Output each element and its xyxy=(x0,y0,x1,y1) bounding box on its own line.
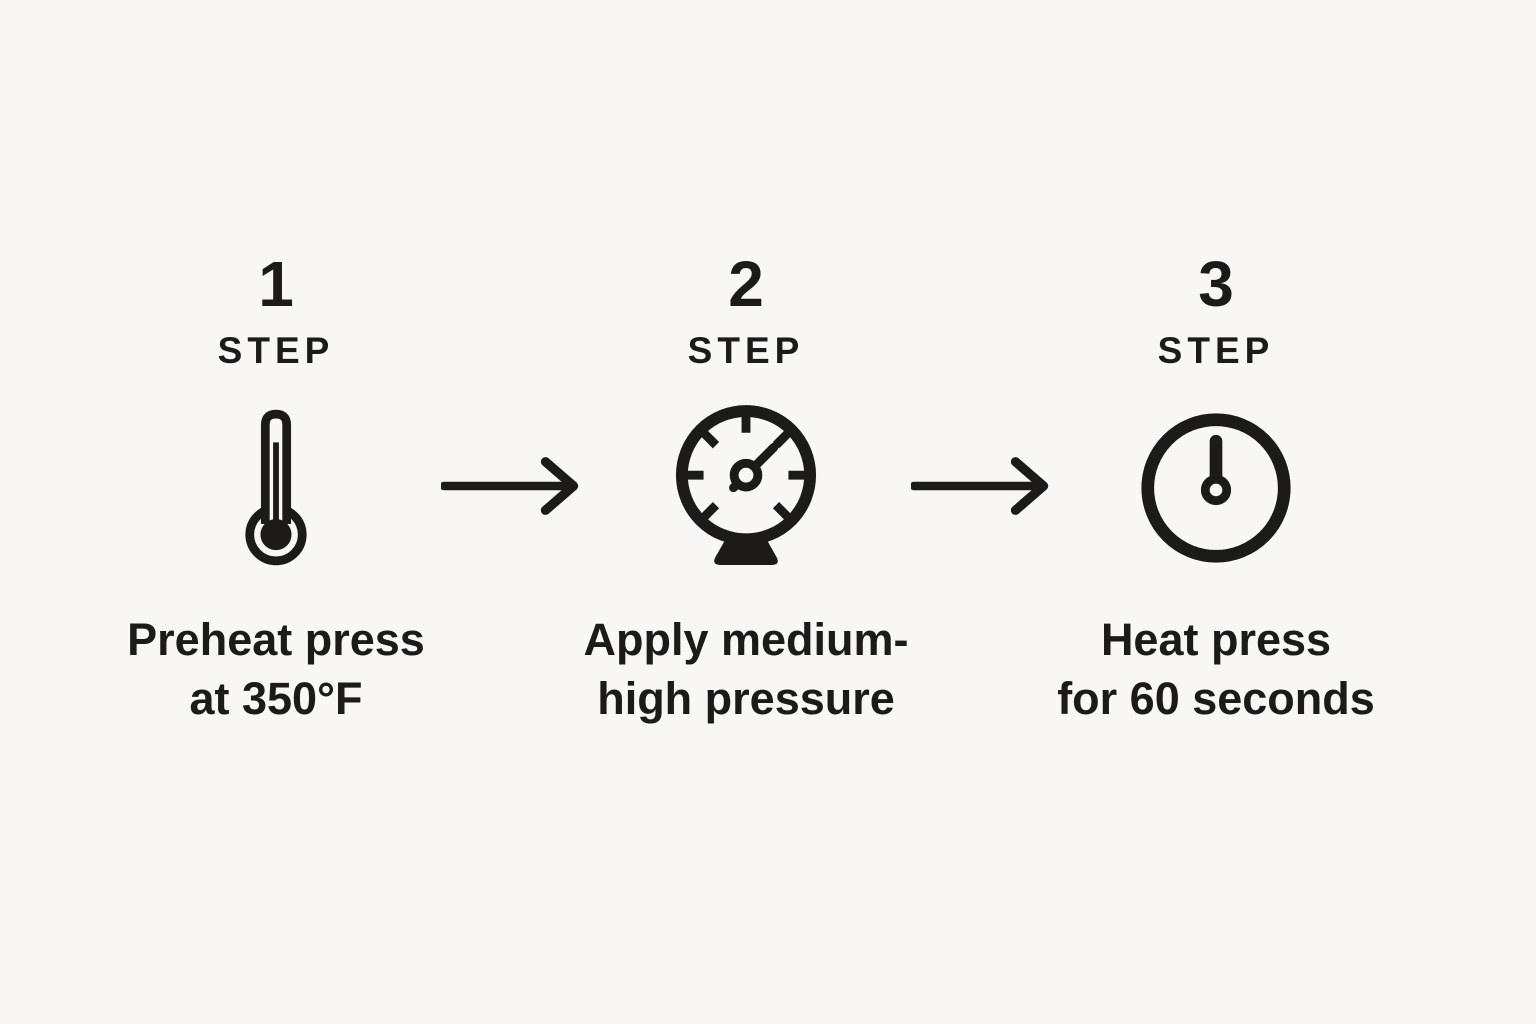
step-1-caption-line-1: Preheat press xyxy=(127,614,425,665)
step-2-caption-line-1: Apply medium- xyxy=(583,614,909,665)
arrow-1 xyxy=(441,451,581,521)
step-2-number: 2 xyxy=(728,248,764,320)
step-2-label: STEP xyxy=(687,330,805,371)
step-1-caption: Preheat press at 350°F xyxy=(127,611,425,728)
timer-clock-icon xyxy=(1138,403,1294,573)
step-2: 2 STEP xyxy=(581,252,911,728)
step-3: 3 STEP Heat press for 60 seconds xyxy=(1051,252,1381,728)
step-1-label: STEP xyxy=(217,330,335,371)
step-3-caption-line-2: for 60 seconds xyxy=(1057,672,1375,724)
step-2-caption-line-2: high pressure xyxy=(597,672,895,724)
step-1: 1 STEP Preheat press at 350°F xyxy=(111,252,441,728)
thermometer-icon xyxy=(242,403,310,573)
right-arrow-icon xyxy=(911,457,1049,515)
step-3-number: 3 xyxy=(1198,248,1234,320)
step-2-caption: Apply medium- high pressure xyxy=(583,611,908,728)
steps-row: 1 STEP Preheat press at 350°F xyxy=(111,252,1381,728)
step-1-number: 1 xyxy=(258,248,294,320)
arrow-2 xyxy=(911,451,1051,521)
right-arrow-icon xyxy=(441,457,579,515)
step-1-caption-line-2: at 350°F xyxy=(189,672,363,724)
step-3-label: STEP xyxy=(1157,330,1275,371)
step-3-caption: Heat press for 60 seconds xyxy=(1057,611,1375,728)
pressure-gauge-icon xyxy=(672,403,820,573)
step-3-caption-line-1: Heat press xyxy=(1100,614,1332,665)
